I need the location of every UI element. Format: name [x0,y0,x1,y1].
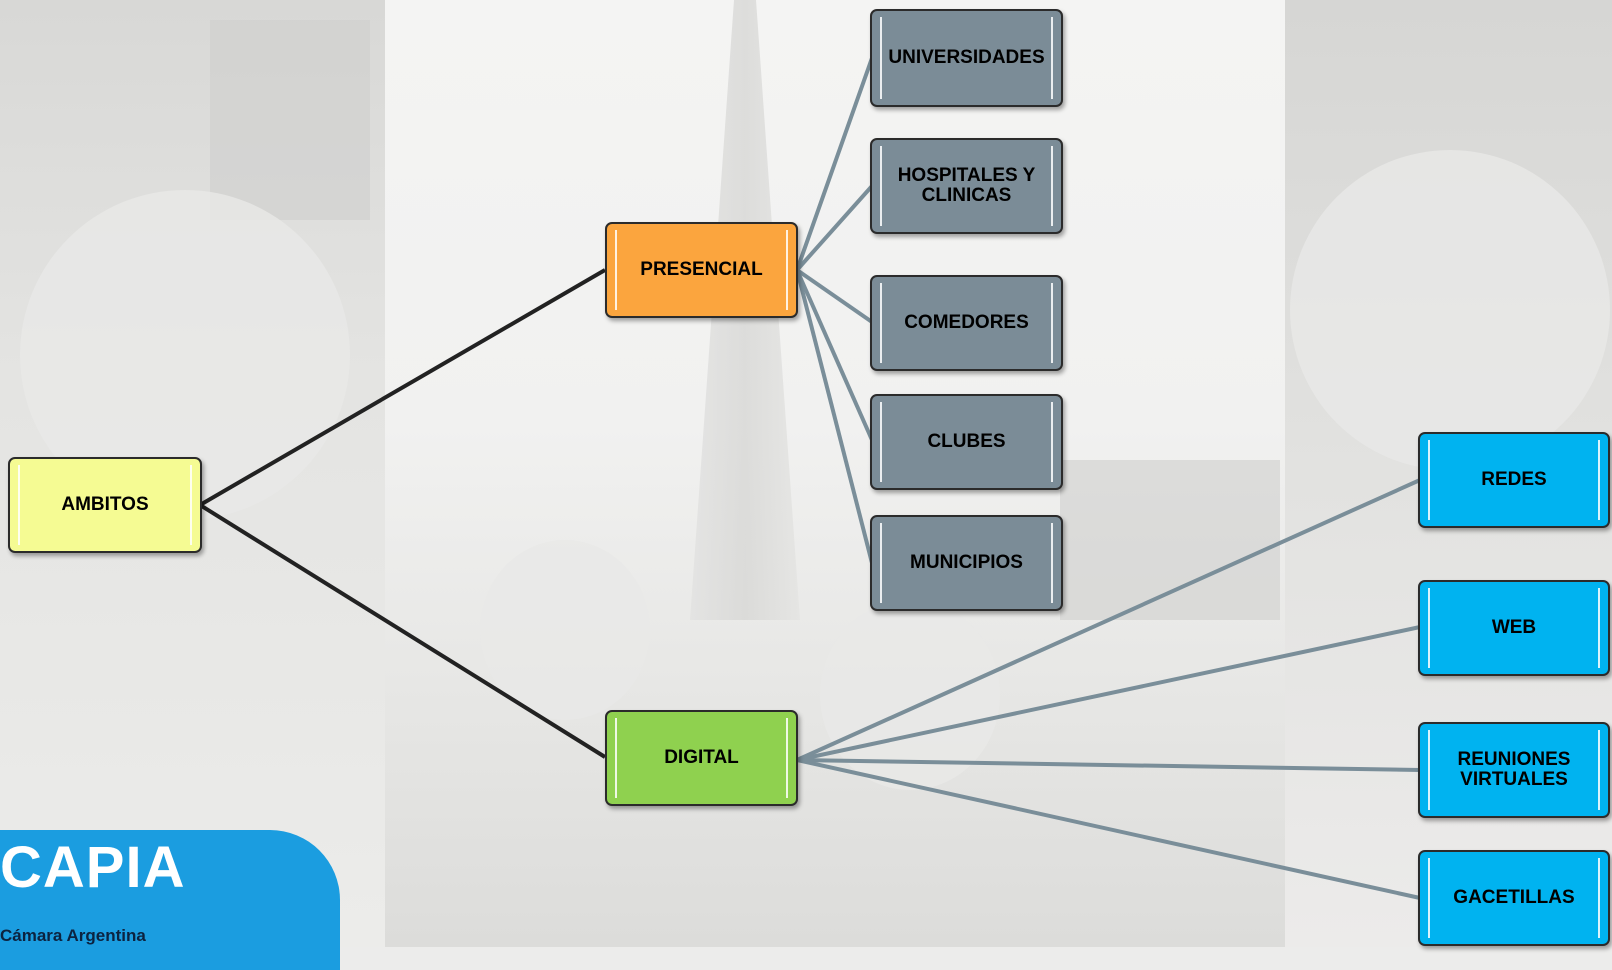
logo-subtitle: Cámara Argentina [0,926,146,945]
connector-digital-reuniones [796,758,1421,772]
node-redes: REDES [1418,432,1610,528]
node-label: CLUBES [927,431,1006,452]
connector-digital-gacetillas [796,758,1421,900]
node-label: AMBITOS [61,494,149,515]
capia-logo: CAPIA Cámara Argentina [0,830,340,970]
node-label: REUNIONES VIRTUALES [1457,749,1571,790]
connector-digital-redes [796,478,1421,762]
connector-digital-web [796,625,1421,762]
node-reuniones-virtuales: REUNIONES VIRTUALES [1418,722,1610,818]
connector-presencial-comedores [795,268,874,324]
mascot-silhouette [1290,150,1610,470]
node-label: MUNICIPIOS [910,552,1023,573]
node-municipios: MUNICIPIOS [870,515,1063,611]
connector-presencial-hospitales [795,184,874,272]
node-hospitales-y-clinicas: HOSPITALES Y CLINICAS [870,138,1063,234]
mascot-silhouette [480,540,650,720]
node-label: PRESENCIAL [640,259,763,280]
node-label: UNIVERSIDADES [888,47,1045,68]
mascot-silhouette [820,600,1000,790]
node-web: WEB [1418,580,1610,676]
connector-ambitos-presencial [198,268,607,507]
logo-title: CAPIA [0,835,186,900]
node-gacetillas: GACETILLAS [1418,850,1610,946]
node-label: HOSPITALES Y CLINICAS [897,165,1036,206]
node-ambitos: AMBITOS [8,457,202,553]
node-label: COMEDORES [904,312,1029,333]
connector-ambitos-digital [198,503,607,759]
connector-presencial-universidades [795,57,874,271]
node-label: GACETILLAS [1453,887,1575,908]
node-universidades: UNIVERSIDADES [870,9,1063,107]
node-comedores: COMEDORES [870,275,1063,371]
building-silhouette [210,20,370,220]
node-presencial: PRESENCIAL [605,222,798,318]
node-digital: DIGITAL [605,710,798,806]
node-label: DIGITAL [664,747,739,768]
connector-presencial-municipios [795,269,874,564]
node-label: REDES [1481,469,1547,490]
node-label: WEB [1491,617,1537,638]
node-clubes: CLUBES [870,394,1063,490]
connector-lines [198,57,1421,900]
connector-presencial-clubes [795,269,874,441]
